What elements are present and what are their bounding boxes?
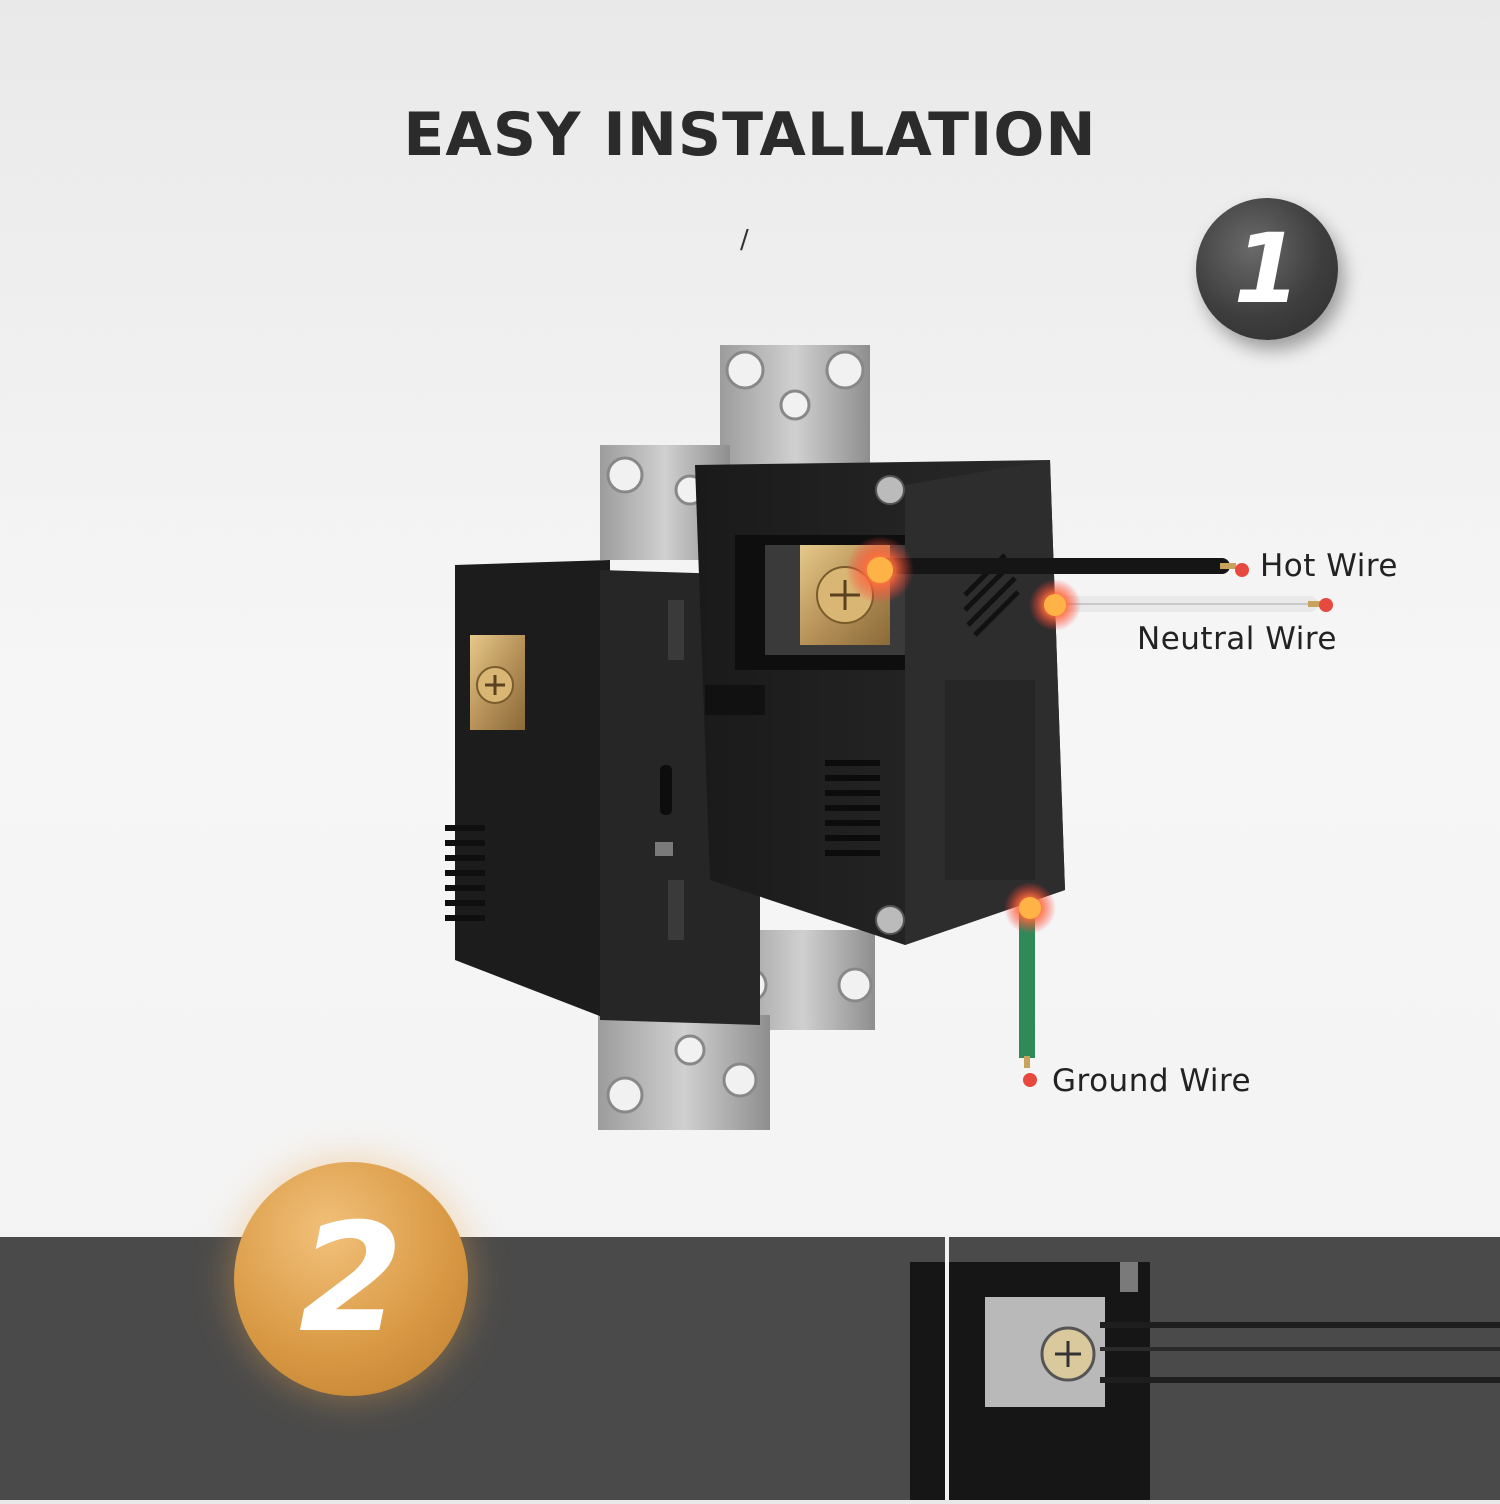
step-1-badge: 1 (1196, 198, 1338, 340)
bottom-panel (0, 1237, 1500, 1500)
rear-receptacle-body (445, 560, 760, 1025)
ground-wire-label: Ground Wire (1052, 1063, 1252, 1099)
step-2-badge: 2 (234, 1162, 468, 1396)
step-2-number: 2 (298, 1192, 404, 1366)
page-title: EASY INSTALLATION (403, 100, 1097, 170)
outlet-illustration (445, 345, 1333, 1130)
page-subtitle: / (740, 225, 749, 255)
neutral-wire-pointer (1319, 598, 1333, 612)
hot-wire-label: Hot Wire (1260, 548, 1399, 584)
terminal-closeup (910, 1237, 1500, 1500)
hot-terminal-dot (867, 557, 893, 583)
ground-wire-pointer (1023, 1073, 1037, 1087)
hot-wire-pointer (1235, 563, 1249, 577)
step-1-number: 1 (1233, 213, 1301, 325)
ground-terminal-dot (1019, 897, 1041, 919)
front-receptacle-body (695, 460, 1065, 945)
neutral-terminal-dot (1044, 594, 1066, 616)
neutral-wire-label: Neutral Wire (1137, 621, 1337, 657)
